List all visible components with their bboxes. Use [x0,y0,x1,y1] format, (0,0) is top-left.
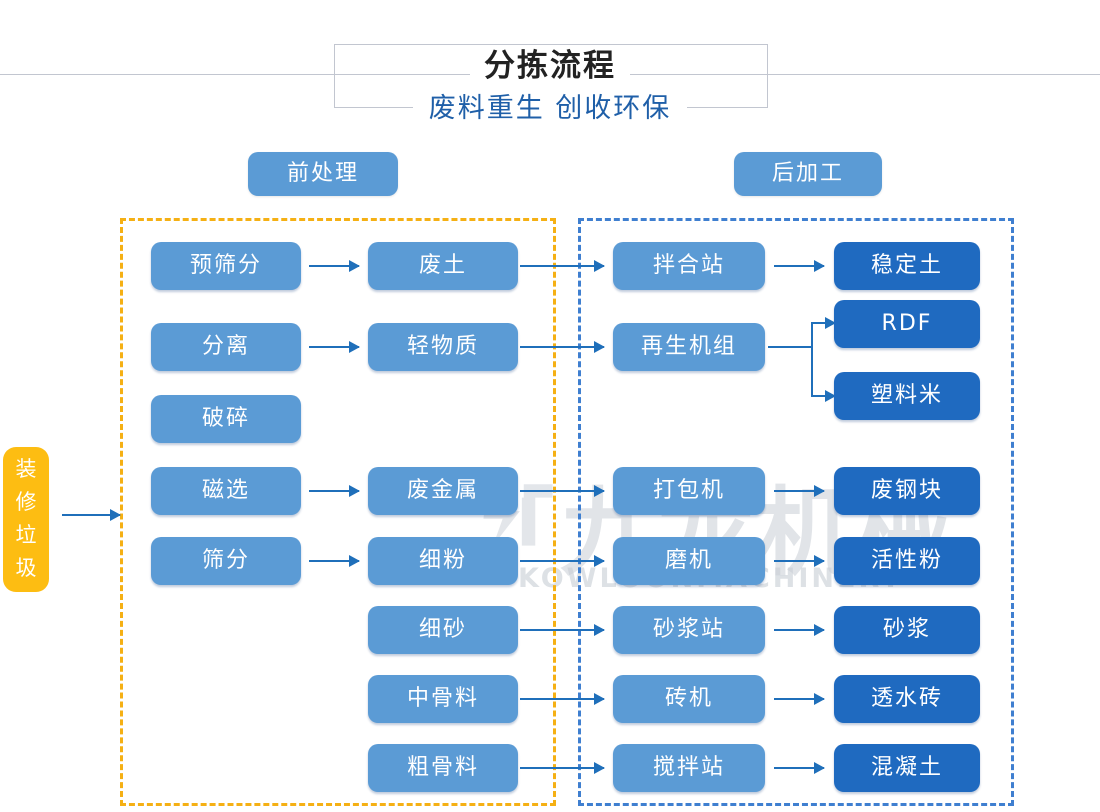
node-separation[interactable]: 分离 [151,323,301,371]
arrow-lightmatter-to-regenunit [520,341,605,353]
node-mortar[interactable]: 砂浆 [834,606,980,654]
node-magnetic-separation[interactable]: 磁选 [151,467,301,515]
arrow-coarseagg-to-batchplant [520,762,605,774]
zone-pre-processing [120,218,556,806]
arrow-mixstation-to-stablesoil [774,260,825,272]
arrow-scrapmetal-to-baler [520,485,605,497]
node-coarse-aggregate[interactable]: 粗骨料 [368,744,518,792]
arrow-brickmachine-to-permeablebrick [774,693,825,705]
node-regeneration-unit[interactable]: 再生机组 [613,323,765,371]
arrow-finesand-to-mortarplant [520,624,605,636]
node-mortar-plant[interactable]: 砂浆站 [613,606,765,654]
node-fine-powder[interactable]: 细粉 [368,537,518,585]
node-scrap-metal[interactable]: 废金属 [368,467,518,515]
node-concrete[interactable]: 混凝土 [834,744,980,792]
node-active-powder[interactable]: 活性粉 [834,537,980,585]
page-subtitle-text: 废料重生 创收环保 [412,93,688,124]
zone-post-processing [578,218,1014,806]
arrow-wastesoil-to-mixstation [520,260,605,272]
node-rdf[interactable]: RDF [834,300,980,348]
node-light-material[interactable]: 轻物质 [368,323,518,371]
page-subtitle: 废料重生 创收环保 [0,86,1100,125]
arrow-regen-to-plastic [811,390,836,402]
node-stabilized-soil[interactable]: 稳定土 [834,242,980,290]
node-waste-soil[interactable]: 废土 [368,242,518,290]
node-plastic-pellets[interactable]: 塑料米 [834,372,980,420]
input-node-construction-waste[interactable]: 装 修 垃 圾 [3,447,49,592]
node-mixing-station[interactable]: 拌合站 [613,242,765,290]
node-brick-machine[interactable]: 砖机 [613,675,765,723]
feed-char-1: 装 [15,457,37,481]
node-pre-screen[interactable]: 预筛分 [151,242,301,290]
node-sieving[interactable]: 筛分 [151,537,301,585]
connector-regen-riser [811,322,813,397]
node-medium-aggregate[interactable]: 中骨料 [368,675,518,723]
feed-char-4: 圾 [15,556,37,580]
arrow-batchplant-to-concrete [774,762,825,774]
page-title: 分拣流程 [0,40,1100,85]
node-fine-sand[interactable]: 细砂 [368,606,518,654]
node-baler[interactable]: 打包机 [613,467,765,515]
feed-char-2: 修 [15,490,37,514]
arrow-magnetic-to-scrapmetal [309,485,360,497]
arrow-separation-to-lightmatter [309,341,360,353]
arrow-mortarplant-to-mortar [774,624,825,636]
arrow-prescreen-to-wastesoil [309,260,360,272]
section-tab-pre-processing[interactable]: 前处理 [248,152,398,196]
page-title-text: 分拣流程 [470,48,630,84]
arrow-finepowder-to-mill [520,555,605,567]
arrow-sieving-to-finepowder [309,555,360,567]
feed-char-3: 垃 [15,523,37,547]
node-scrap-steel-block[interactable]: 废钢块 [834,467,980,515]
node-mill[interactable]: 磨机 [613,537,765,585]
arrow-feed-to-prescreen [62,509,121,521]
arrow-baler-to-scrapsteel [774,485,825,497]
arrow-midagg-to-brickmachine [520,693,605,705]
node-batching-plant[interactable]: 搅拌站 [613,744,765,792]
section-tab-post-processing[interactable]: 后加工 [734,152,882,196]
node-permeable-brick[interactable]: 透水砖 [834,675,980,723]
connector-regen-stem [768,346,813,348]
arrow-regen-to-rdf [811,317,836,329]
arrow-mill-to-activepowder [774,555,825,567]
node-crushing[interactable]: 破碎 [151,395,301,443]
